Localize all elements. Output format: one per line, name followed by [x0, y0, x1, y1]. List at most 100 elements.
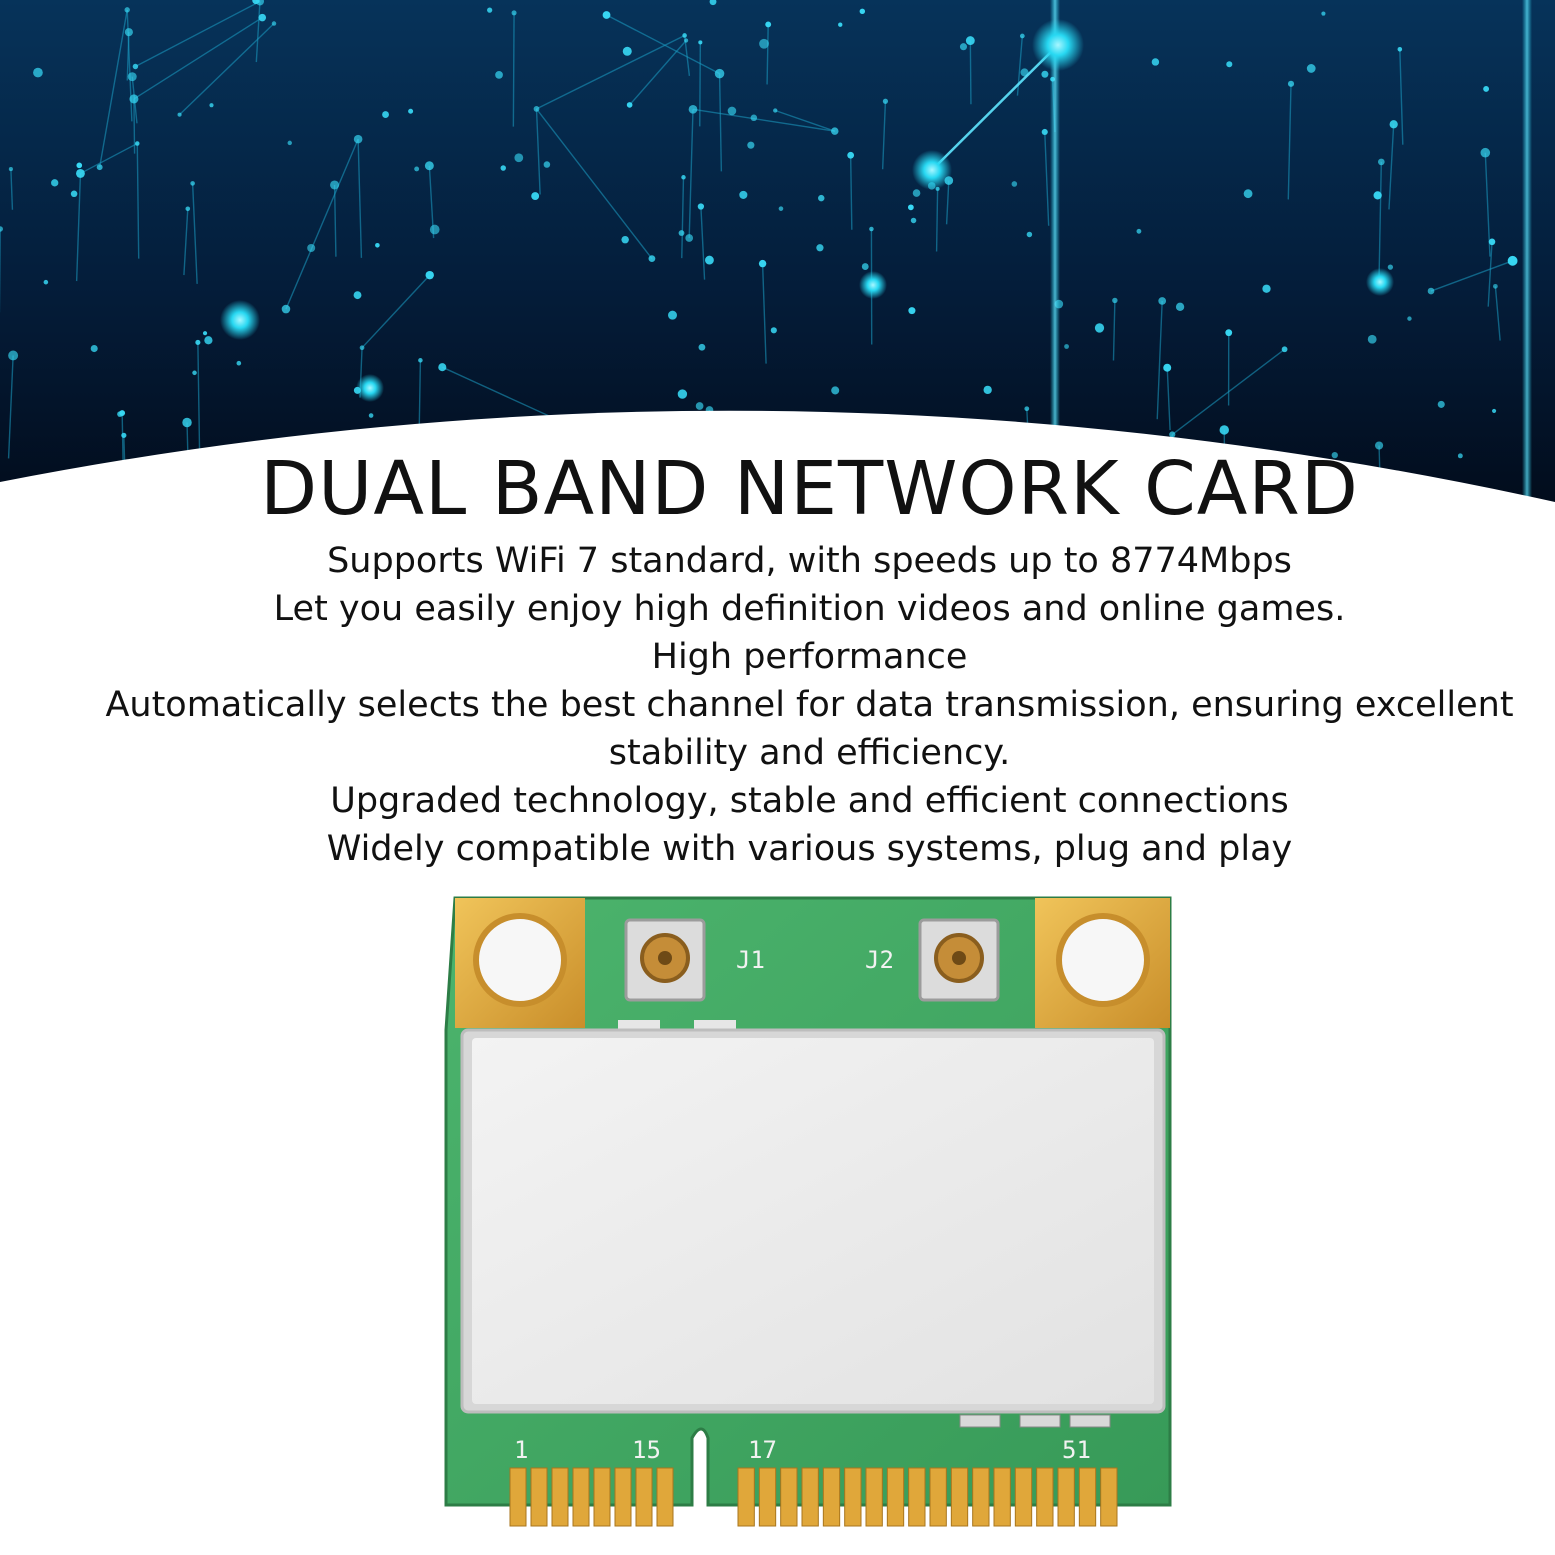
network-link — [881, 101, 887, 170]
gold-fingers-left — [509, 1467, 674, 1527]
network-link — [7, 355, 14, 459]
network-node — [121, 432, 127, 438]
network-node — [1507, 255, 1518, 266]
network-node — [353, 291, 362, 300]
network-node — [375, 242, 380, 248]
network-node — [0, 226, 3, 232]
gold-finger-contact — [993, 1467, 1011, 1527]
gold-finger-contact — [950, 1467, 969, 1527]
network-node — [418, 358, 423, 363]
network-node — [1064, 344, 1069, 349]
network-node — [117, 411, 123, 417]
feature-line: Automatically selects the best channel f… — [105, 685, 1514, 725]
antenna-connector-j2 — [918, 918, 1000, 1002]
network-link — [80, 142, 138, 175]
antenna-connector-j1 — [624, 918, 706, 1002]
network-node — [1407, 316, 1412, 321]
network-node — [414, 166, 420, 172]
network-link — [1112, 300, 1116, 361]
network-node — [1041, 70, 1049, 78]
network-node — [908, 307, 916, 315]
network-link — [285, 138, 359, 310]
feature-text-block: DUAL BAND NETWORK CARD Supports WiFi 7 s… — [0, 445, 1555, 873]
network-node — [281, 304, 291, 314]
network-node — [425, 270, 434, 280]
network-node — [621, 235, 629, 244]
network-node — [70, 190, 78, 198]
network-node — [1175, 302, 1185, 312]
network-link — [535, 108, 653, 260]
network-node — [668, 310, 677, 320]
mount-hole-right — [1035, 898, 1170, 1028]
network-node — [1492, 408, 1497, 414]
network-node — [192, 370, 197, 376]
gold-finger-contact — [929, 1467, 947, 1527]
network-link — [1399, 49, 1404, 145]
network-link — [357, 139, 363, 258]
network-node — [816, 244, 824, 252]
gold-finger-contact — [737, 1467, 755, 1527]
network-node — [255, 0, 265, 6]
network-link — [535, 108, 541, 195]
network-node — [1026, 231, 1033, 238]
network-node — [1262, 284, 1271, 293]
network-node — [1151, 58, 1160, 66]
network-link — [75, 173, 82, 282]
network-node — [1377, 158, 1385, 166]
network-node — [177, 112, 182, 117]
network-node — [1389, 120, 1398, 129]
network-node — [1219, 425, 1229, 435]
network-node — [8, 167, 13, 172]
network-node — [271, 21, 277, 26]
network-link — [935, 188, 939, 252]
network-link — [191, 183, 198, 284]
network-link — [136, 143, 140, 259]
network-node — [236, 360, 242, 366]
network-node — [959, 43, 968, 51]
network-node — [195, 339, 201, 345]
network-node — [678, 230, 685, 236]
network-node — [727, 106, 737, 116]
network-link — [1378, 161, 1383, 279]
network-node — [697, 203, 705, 210]
network-node — [626, 102, 633, 108]
network-node — [882, 98, 889, 104]
gold-finger-contact — [801, 1467, 819, 1527]
network-node — [861, 263, 869, 270]
network-card-image: J1 J2 1 15 17 51 — [444, 896, 1172, 1527]
network-node — [838, 22, 843, 27]
network-node — [818, 194, 825, 202]
network-link — [1166, 367, 1171, 431]
network-node — [287, 140, 292, 146]
network-link — [183, 208, 189, 276]
network-node — [1287, 80, 1295, 87]
gold-finger-contact — [635, 1467, 653, 1527]
network-link — [699, 42, 702, 127]
network-node — [1483, 85, 1490, 92]
network-node — [514, 153, 524, 163]
network-node — [124, 7, 130, 13]
network-node — [127, 72, 137, 82]
antenna-label-j1: J1 — [736, 946, 765, 974]
network-link — [361, 274, 431, 349]
network-node — [682, 33, 687, 38]
gold-finger-contact — [822, 1467, 841, 1527]
feature-line: Let you easily enjoy high definition vid… — [273, 589, 1346, 629]
network-node — [648, 255, 656, 263]
network-node — [747, 141, 755, 149]
network-node — [1306, 64, 1316, 73]
network-node — [202, 331, 208, 336]
network-node — [831, 127, 839, 135]
network-node — [1437, 400, 1445, 408]
gold-finger-contact — [572, 1467, 590, 1527]
network-node — [51, 179, 59, 187]
network-link — [718, 73, 723, 172]
network-node — [132, 63, 139, 70]
network-node — [76, 162, 83, 169]
network-node — [495, 71, 503, 79]
network-node — [983, 385, 992, 395]
network-node — [1387, 264, 1394, 270]
gold-finger-contact — [865, 1467, 883, 1527]
network-node — [1281, 346, 1288, 353]
network-node — [124, 28, 133, 37]
